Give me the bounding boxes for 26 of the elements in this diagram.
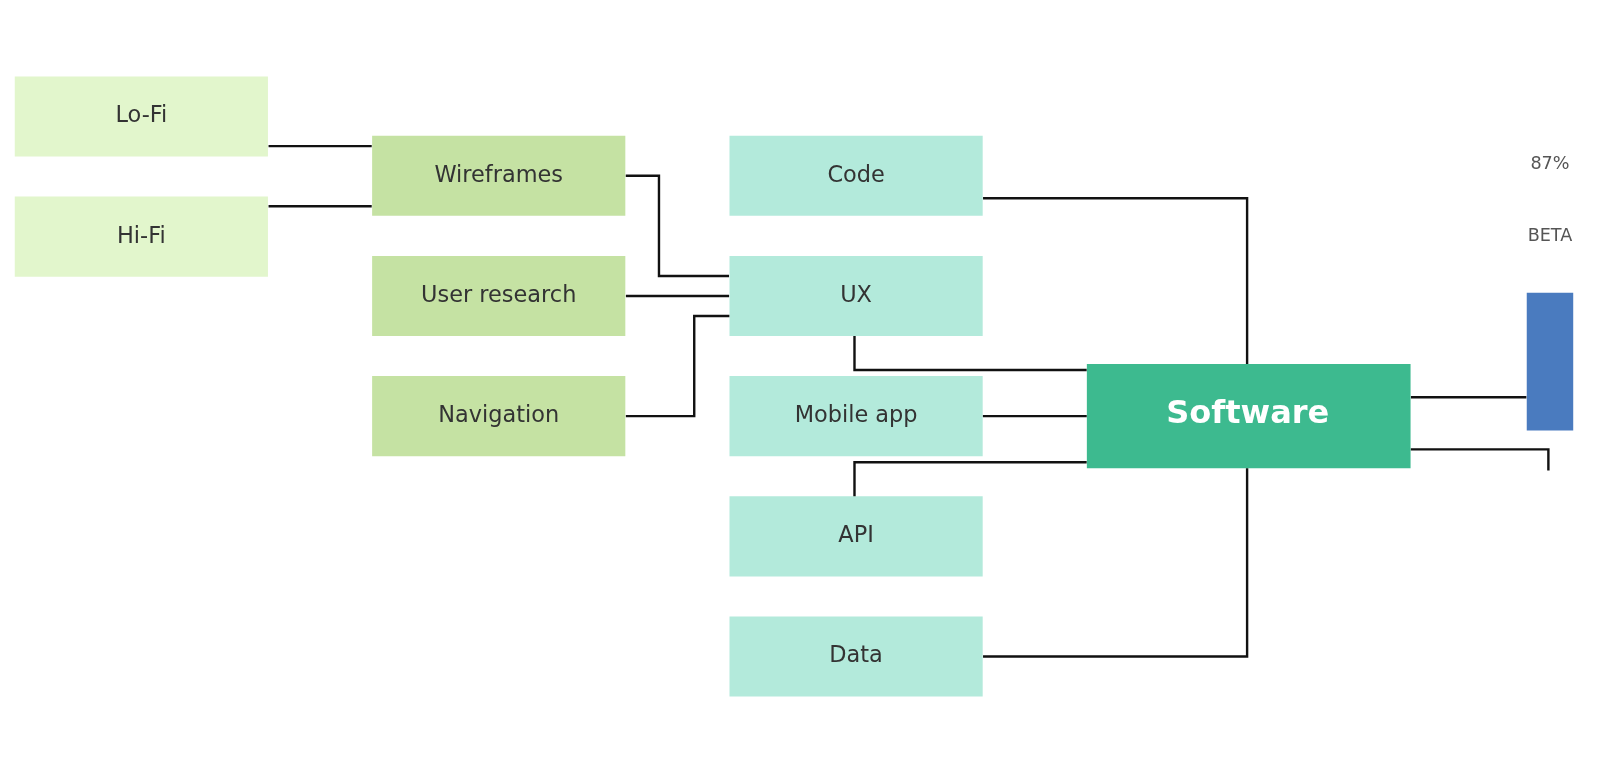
node-box: Data bbox=[729, 615, 983, 697]
node-box: Software bbox=[1086, 363, 1411, 468]
connector bbox=[983, 467, 1249, 658]
node-box: Hi-Fi bbox=[14, 196, 268, 277]
node-box: UX bbox=[729, 255, 983, 336]
connector bbox=[1410, 395, 1527, 398]
connector bbox=[268, 144, 372, 147]
node-box: User research bbox=[372, 255, 626, 336]
node-box: Mobile app bbox=[729, 375, 983, 456]
connector bbox=[625, 314, 730, 417]
connector bbox=[268, 204, 372, 207]
connector bbox=[853, 460, 1087, 496]
connector bbox=[625, 174, 729, 277]
connector bbox=[853, 335, 1087, 371]
node-box bbox=[1526, 292, 1574, 431]
node-box: Navigation bbox=[372, 375, 626, 456]
label: 87% bbox=[1530, 152, 1570, 173]
node-box: Lo-Fi bbox=[14, 75, 268, 157]
connector bbox=[982, 414, 1087, 417]
node-box: Code bbox=[729, 135, 983, 216]
node-box: Wireframes bbox=[372, 135, 626, 216]
connector bbox=[983, 196, 1249, 364]
connector bbox=[1410, 447, 1550, 470]
node-box: API bbox=[729, 495, 983, 576]
connector bbox=[625, 294, 730, 297]
label: BETA bbox=[1527, 224, 1573, 245]
